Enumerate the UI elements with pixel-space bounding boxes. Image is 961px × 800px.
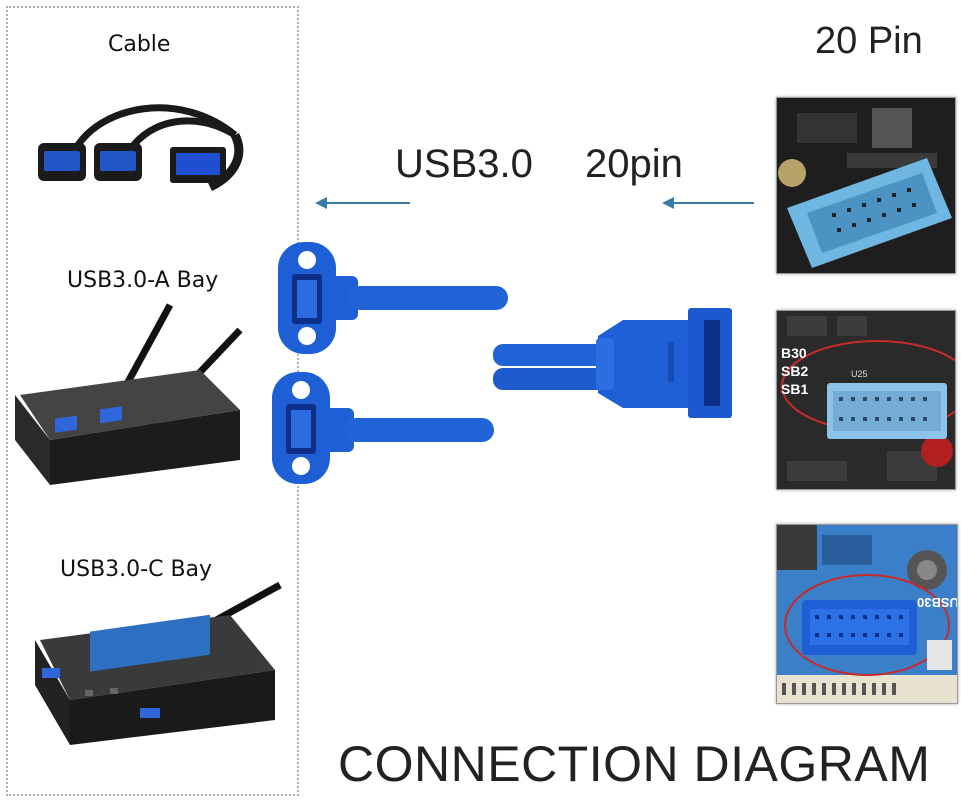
diagram-title: CONNECTION DIAGRAM <box>338 736 931 792</box>
pin20-label: 20pin <box>585 142 683 186</box>
board-label-u25: U25 <box>851 369 868 379</box>
cable-image <box>38 104 244 192</box>
a-bay-image <box>15 303 243 485</box>
header-photo-3: USB30 <box>776 524 958 704</box>
pin-title: 20 Pin <box>815 20 923 62</box>
board-label-b30: B30 <box>781 345 807 361</box>
a-bay-label: USB3.0-A Bay <box>67 268 219 293</box>
arrow-left-usb <box>315 197 410 209</box>
c-bay-image <box>35 581 282 745</box>
blue-cable-image <box>272 242 732 484</box>
cable-label: Cable <box>108 32 171 57</box>
usb30-label: USB3.0 <box>395 142 533 186</box>
header-photo-2: B30 SB2 SB1 U25 <box>776 310 956 490</box>
board-label-usb30: USB30 <box>917 595 958 610</box>
header-photo-1 <box>776 97 956 274</box>
c-bay-label: USB3.0-C Bay <box>60 557 213 582</box>
board-label-sb1: SB1 <box>781 381 809 397</box>
board-label-sb2: SB2 <box>781 363 809 379</box>
arrow-left-pin <box>662 197 754 209</box>
